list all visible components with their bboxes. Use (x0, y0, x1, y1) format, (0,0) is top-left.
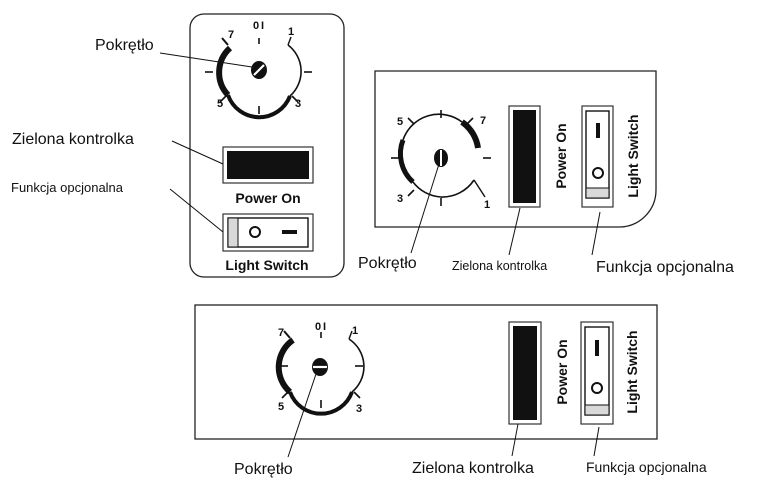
green-indicator-3 (508, 321, 542, 425)
dial3-label-3: 3 (356, 403, 362, 415)
dial3-label-5: 5 (278, 401, 284, 413)
callout-optional-function-1: Funkcja opcjonalna (11, 180, 124, 195)
light-switch-label-2: Light Switch (625, 114, 641, 197)
callout-optional-function-3: Funkcja opcjonalna (586, 459, 707, 475)
dial3-label-off-mark: I (323, 321, 326, 333)
knob-dial-3: 0 I 1 7 5 3 (275, 321, 365, 416)
dial2-label-7: 7 (480, 115, 486, 127)
dial-label-off-mark: I (261, 20, 264, 32)
knob-dial: 0 I 1 7 5 3 (205, 20, 312, 120)
green-indicator-2 (508, 105, 541, 208)
power-on-label-2: Power On (553, 123, 569, 188)
callout-green-indicator-2: Zielona kontrolka (452, 259, 547, 273)
light-switch-3[interactable] (580, 321, 614, 425)
dial-label-7: 7 (228, 29, 234, 41)
knob-dial-2: 5 7 3 1 (391, 110, 491, 211)
panel-vertical: 0 I 1 7 5 3 Power On Light Switch (189, 13, 345, 278)
dial3-label-7: 7 (278, 327, 284, 339)
callout-knob-3: Pokrętło (234, 461, 293, 478)
light-switch-label-3: Light Switch (624, 330, 640, 413)
panel-wide: 0 I 1 7 5 3 Power On Light Switch (194, 304, 658, 440)
dial3-label-1: 1 (352, 325, 358, 337)
callout-green-indicator-3: Zielona kontrolka (412, 460, 534, 477)
green-indicator (222, 146, 314, 184)
callout-green-indicator-1: Zielona kontrolka (12, 131, 134, 148)
callout-knob-2: Pokrętło (358, 255, 417, 272)
light-switch-label: Light Switch (225, 257, 308, 273)
callout-optional-function-2: Funkcja opcjonalna (596, 259, 734, 276)
dial-label-5: 5 (217, 98, 223, 110)
dial2-label-5: 5 (397, 116, 403, 128)
dial2-label-1: 1 (484, 199, 490, 211)
panel-rotated: 5 7 3 1 Power On Light Switch (374, 70, 657, 228)
callout-knob-1: Pokrętło (95, 37, 154, 54)
power-on-label-3: Power On (554, 339, 570, 404)
dial-label-0: 0 (253, 20, 259, 32)
dial-label-1: 1 (288, 26, 294, 38)
dial3-label-0: 0 (315, 321, 321, 333)
light-switch-2[interactable] (581, 105, 614, 208)
dial-label-3: 3 (295, 98, 301, 110)
dial2-label-3: 3 (397, 193, 403, 205)
light-switch[interactable] (222, 213, 314, 252)
power-on-label: Power On (235, 190, 300, 206)
